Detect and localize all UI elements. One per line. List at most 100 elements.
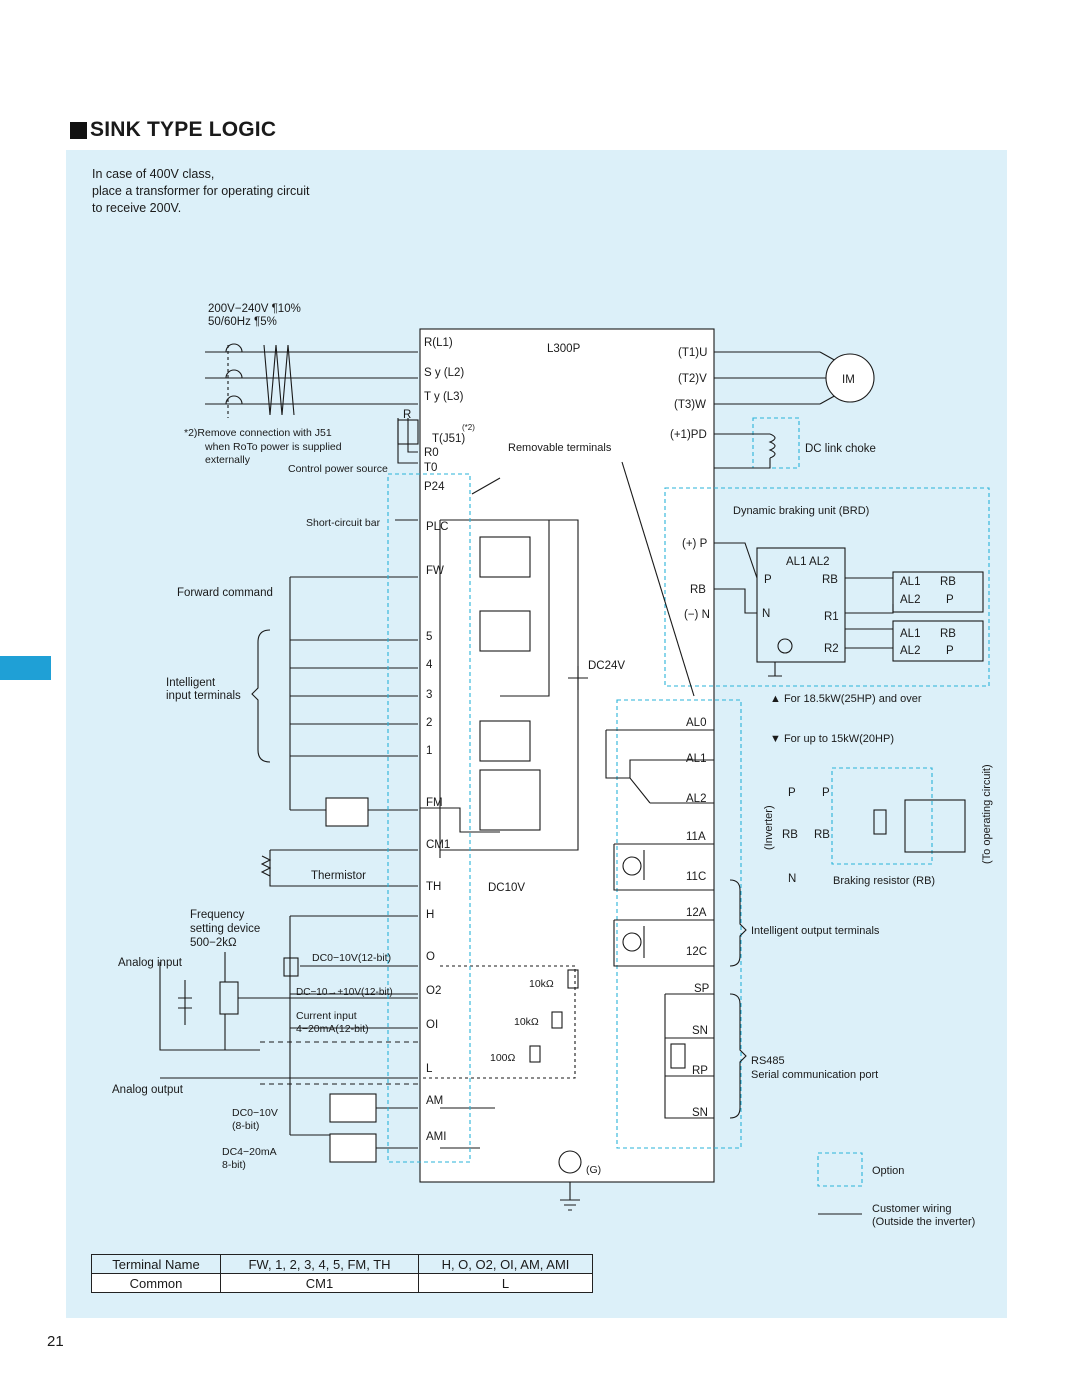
inv-n: N xyxy=(788,873,796,885)
table-cell: L xyxy=(418,1273,593,1293)
option-legend: Option xyxy=(872,1165,904,1177)
terminal-o2: O2 xyxy=(426,985,441,997)
intelligent-label: Intelligent xyxy=(166,677,216,689)
terminal-w: (T3)W xyxy=(674,399,706,411)
relay-al1: AL1 xyxy=(900,576,920,588)
terminal-l: L xyxy=(426,1063,433,1075)
terminal-pd: (+1)PD xyxy=(670,429,707,441)
control-power-label: Control power source xyxy=(288,463,388,475)
table-cell: CM1 xyxy=(220,1273,419,1293)
terminal-rl1: R(L1) xyxy=(424,337,453,349)
customer-legend: Customer wiring xyxy=(872,1203,951,1215)
terminal-3: 3 xyxy=(426,689,432,701)
terminal-12c: 12C xyxy=(686,946,707,958)
page-title: SINK TYPE LOGIC xyxy=(70,118,276,142)
terminal-o: O xyxy=(426,951,435,963)
inv-rb2: RB xyxy=(814,829,830,841)
remove-note: when RoTo power is supplied xyxy=(204,441,342,453)
dc-10-label: DC−10→+10V(12-bit) xyxy=(296,987,393,998)
table-header: H, O, O2, OI, AM, AMI xyxy=(418,1254,593,1274)
terminal-sl2: S y (L2) xyxy=(424,367,464,379)
terminal-v: (T2)V xyxy=(678,373,707,385)
relay-rb: RB xyxy=(940,628,956,640)
terminal-4: 4 xyxy=(426,659,433,671)
terminal-tl3: T y (L3) xyxy=(424,391,464,403)
terminal-th: TH xyxy=(426,881,441,893)
over-label: ▲ For 18.5kW(25HP) and over xyxy=(770,693,922,705)
relay-p: P xyxy=(946,594,954,606)
analog-input-label: Analog input xyxy=(118,957,183,969)
terminal-2: 2 xyxy=(426,717,432,729)
braking-label: Braking resistor (RB) xyxy=(833,875,935,887)
supply-label: 200V−240V ¶10% xyxy=(208,303,301,315)
terminal-12a: 12A xyxy=(686,907,707,919)
remove-note: *2)Remove connection with J51 xyxy=(184,427,332,439)
brd-r1: R1 xyxy=(824,611,839,623)
customer-legend: (Outside the inverter) xyxy=(872,1216,975,1228)
terminal-n: (−) N xyxy=(684,609,710,621)
terminal-1: 1 xyxy=(426,745,432,757)
relay-al2: AL2 xyxy=(900,594,920,606)
brd-rb: RB xyxy=(822,574,838,586)
ami-spec: 8-bit) xyxy=(222,1159,246,1171)
brd-al: AL1 AL2 xyxy=(786,556,829,568)
terminal-11c: 11C xyxy=(686,871,706,883)
short-bar-label: Short-circuit bar xyxy=(306,517,381,529)
transformer-note: In case of 400V class, place a transform… xyxy=(92,166,309,217)
title-square-icon xyxy=(70,121,87,139)
terminal-h: H xyxy=(426,909,434,921)
dc24-label: DC24V xyxy=(588,660,625,672)
terminal-5: 5 xyxy=(426,631,432,643)
table-header: FW, 1, 2, 3, 4, 5, FM, TH xyxy=(220,1254,419,1274)
note-line: to receive 200V. xyxy=(92,201,182,215)
upto-label: ▼ For up to 15kW(20HP) xyxy=(770,733,894,745)
resistor-100: 100Ω xyxy=(490,1052,516,1064)
removable-label: Removable terminals xyxy=(508,442,612,454)
terminal-sn: SN xyxy=(692,1025,708,1037)
inv-p2: P xyxy=(822,787,830,799)
current-label: 4−20mA(12-bit) xyxy=(296,1023,369,1035)
freq-label: 500−2kΩ xyxy=(190,937,237,949)
motor-circle xyxy=(825,353,875,403)
terminal-al0: AL0 xyxy=(686,717,706,729)
terminal-table: Terminal Name FW, 1, 2, 3, 4, 5, FM, TH … xyxy=(91,1254,593,1293)
terminal-rp: RP xyxy=(692,1065,708,1077)
section-tab-marker xyxy=(0,656,51,680)
terminal-r0: R0 xyxy=(424,447,439,459)
ground-label: (G) xyxy=(586,1164,601,1176)
inv-rb: RB xyxy=(782,829,798,841)
terminal-tj51: T(J51) xyxy=(432,433,465,445)
title-text: SINK TYPE LOGIC xyxy=(90,118,277,141)
model-label: L300P xyxy=(547,343,581,355)
remove-note: externally xyxy=(205,454,251,466)
terminal-sn2: SN xyxy=(692,1107,708,1119)
choke-label: DC link choke xyxy=(805,443,876,455)
ami-spec: DC4−20mA xyxy=(222,1146,277,1158)
inv-p: P xyxy=(788,787,796,799)
forward-label: Forward command xyxy=(177,587,273,599)
terminal-ami: AMI xyxy=(426,1131,446,1143)
freq-label: Frequency xyxy=(190,909,245,921)
terminal-p: (+) P xyxy=(682,538,708,550)
brd-n: N xyxy=(762,608,770,620)
relay-rb: RB xyxy=(940,576,956,588)
table-row: Common CM1 L xyxy=(91,1273,593,1293)
page-number: 21 xyxy=(47,1333,64,1350)
terminal-fm: FM xyxy=(426,797,443,809)
inverter-label: (Inverter) xyxy=(763,805,775,850)
table-header: Terminal Name xyxy=(91,1254,221,1274)
inverter-box xyxy=(419,328,715,1183)
current-label: Current input xyxy=(296,1010,357,1022)
note-line: place a transformer for operating circui… xyxy=(92,184,310,198)
terminal-fw: FW xyxy=(426,565,444,577)
terminal-t0: T0 xyxy=(424,462,437,474)
supply-label: 50/60Hz ¶5% xyxy=(208,316,277,328)
terminal-al2: AL2 xyxy=(686,793,706,805)
terminal-am: AM xyxy=(426,1095,443,1107)
freq-label: setting device xyxy=(190,923,260,935)
analog-output-label: Analog output xyxy=(112,1084,184,1096)
note-star: (*2) xyxy=(462,423,475,432)
terminal-u: (T1)U xyxy=(678,347,707,359)
am-spec: DC0−10V xyxy=(232,1107,278,1119)
